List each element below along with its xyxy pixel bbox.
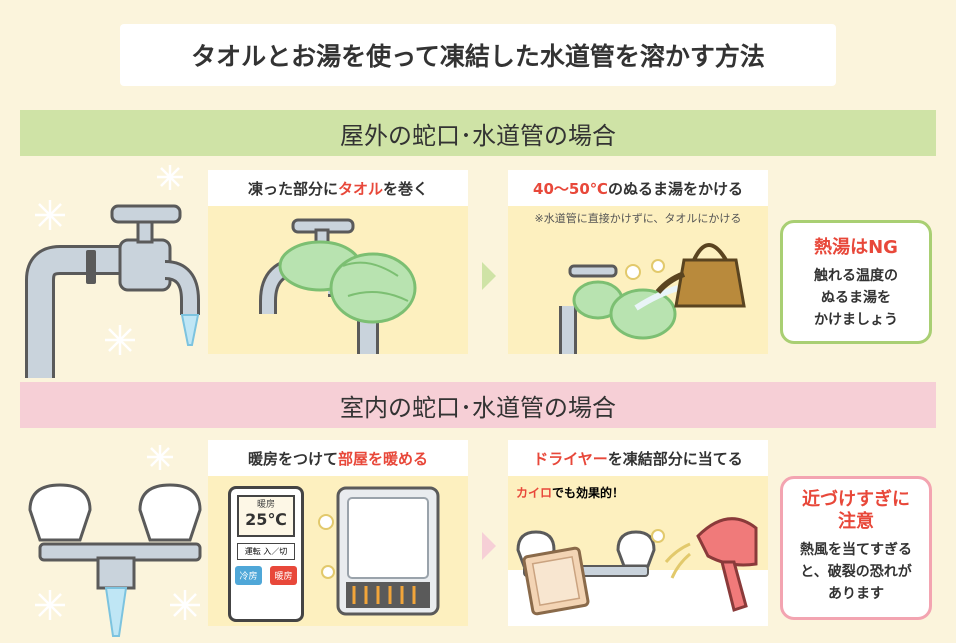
- snowflake-icon: [35, 165, 183, 355]
- towel-wrapped-faucet-illustration: [259, 218, 417, 354]
- indoor-step2-subnote: カイロでも効果的！: [516, 486, 625, 500]
- indoor-step2-panel: ドライヤーを凍結部分に当てる カイロでも効果的！: [508, 440, 768, 626]
- indoor-step2-caption: ドライヤーを凍結部分に当てる: [508, 440, 768, 476]
- outdoor-warning-text: 触れる温度の ぬるま湯を かけましょう: [814, 268, 898, 328]
- pouring-kettle-illustration: [559, 243, 746, 354]
- page-title: タオルとお湯を使って凍結した水道管を溶かす方法: [120, 24, 836, 86]
- indoor-step1-panel: 暖房をつけて部屋を暖める 暖房 25℃ 運転 入／切 冷房 暖房: [208, 440, 468, 626]
- outdoor-warning-title: 熱湯はNG: [814, 237, 898, 258]
- outdoor-step1-caption: 凍った部分にタオルを巻く: [208, 170, 468, 206]
- remote-display: 暖房 25℃: [237, 495, 295, 537]
- indoor-warning-bubble: 近づけすぎに 注意 熱風を当てすぎる と、破裂の恐れが あります: [780, 476, 932, 620]
- outdoor-step2-note: ※水道管に直接かけずに、タオルにかける: [534, 212, 742, 225]
- indoor-warning-text: 熱風を当てすぎる と、破裂の恐れが あります: [800, 542, 912, 602]
- outdoor-step1-panel: 凍った部分にタオルを巻く: [208, 170, 468, 354]
- heater-illustration: [318, 486, 440, 616]
- hairdryer-faucet-illustration: [508, 517, 768, 626]
- remote-power-button: 運転 入／切: [237, 543, 295, 560]
- remote-control: 暖房 25℃ 運転 入／切 冷房 暖房: [228, 486, 304, 622]
- outdoor-section-heading: 屋外の蛇口･水道管の場合: [20, 110, 936, 156]
- step-arrow-icon: [482, 262, 496, 290]
- step-arrow-icon: [482, 532, 496, 560]
- remote-cool-button: 冷房: [235, 566, 262, 585]
- indoor-faucet-illustration: [20, 440, 210, 640]
- outdoor-warning-bubble: 熱湯はNG 触れる温度の ぬるま湯を かけましょう: [780, 220, 932, 344]
- indoor-section-heading: 室内の蛇口･水道管の場合: [20, 382, 936, 428]
- indoor-warning-title: 近づけすぎに 注意: [802, 489, 910, 532]
- indoor-step1-caption: 暖房をつけて部屋を暖める: [208, 440, 468, 476]
- remote-heat-button: 暖房: [270, 566, 297, 585]
- outdoor-faucet-illustration: [20, 160, 210, 378]
- snowflake-icon: [35, 445, 200, 620]
